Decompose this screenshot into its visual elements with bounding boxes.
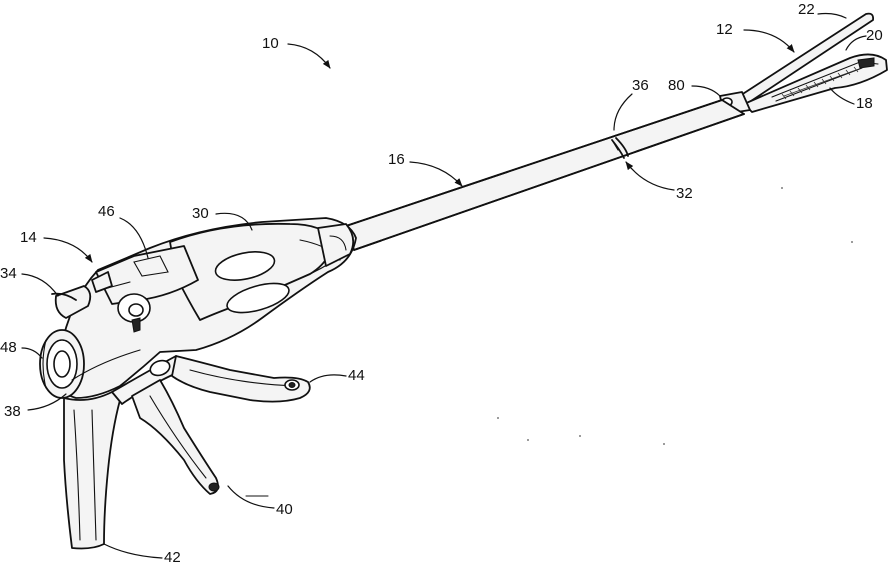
elongated-shaft (346, 100, 744, 250)
ref-80: 80 (668, 77, 685, 94)
ref-36: 36 (632, 77, 649, 94)
ref-38: 38 (4, 403, 21, 420)
closure-trigger[interactable] (172, 356, 310, 402)
ref-30: 30 (192, 205, 209, 222)
ref-12: 12 (716, 21, 733, 38)
ref-10: 10 (262, 35, 279, 52)
ref-46: 46 (98, 203, 115, 220)
handle-assembly (40, 218, 356, 549)
ref-42: 42 (164, 549, 181, 566)
ref-40: 40 (276, 501, 293, 518)
ref-34: 34 (0, 265, 17, 282)
ref-16: 16 (388, 151, 405, 168)
ref-32: 32 (676, 185, 693, 202)
specks (497, 187, 853, 445)
ref-48: 48 (0, 339, 17, 356)
ref-22: 22 (798, 1, 815, 18)
ref-14: 14 (20, 229, 37, 246)
ref-18: 18 (856, 95, 873, 112)
ref-44: 44 (348, 367, 365, 384)
rear-wheel[interactable] (40, 330, 84, 398)
ref-20: 20 (866, 27, 883, 44)
